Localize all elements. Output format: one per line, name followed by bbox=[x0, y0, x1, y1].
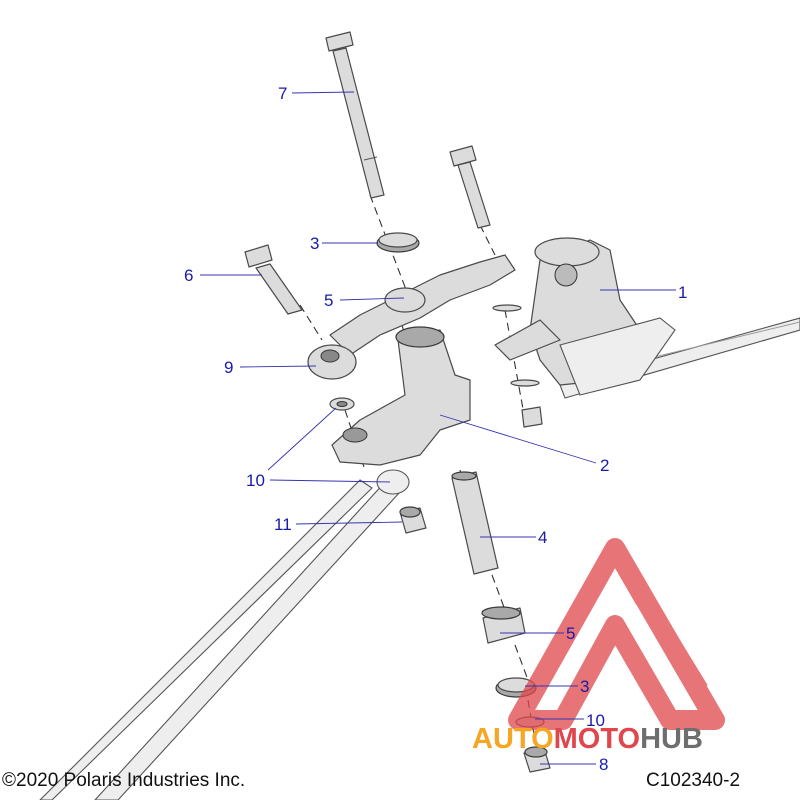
pitman-arm bbox=[331, 326, 471, 466]
callout-3-top: 3 bbox=[310, 234, 319, 253]
wm-part3: HUB bbox=[640, 723, 703, 755]
long-bolt bbox=[325, 31, 385, 199]
callout-1: 1 bbox=[678, 283, 687, 302]
nut-small bbox=[521, 406, 543, 428]
callout-4: 4 bbox=[538, 528, 547, 547]
leader-10b bbox=[269, 479, 391, 483]
callout-9: 9 bbox=[224, 358, 233, 377]
washer-2 bbox=[510, 379, 540, 387]
callout-10: 10 bbox=[246, 471, 265, 490]
bolt-left bbox=[244, 244, 303, 315]
leader-2 bbox=[439, 414, 597, 464]
axis-line-5 bbox=[514, 644, 529, 681]
drag-link bbox=[329, 254, 516, 356]
washer-left-hole bbox=[336, 401, 348, 407]
callout-5-bottom: 5 bbox=[566, 624, 575, 643]
axis-line-10 bbox=[504, 309, 526, 421]
rod-end bbox=[307, 344, 357, 380]
callout-8: 8 bbox=[599, 755, 608, 774]
lock-nut bbox=[523, 746, 551, 773]
watermark-logo bbox=[508, 538, 725, 730]
callout-11: 11 bbox=[274, 515, 292, 534]
callout-5-top: 5 bbox=[324, 291, 333, 310]
callout-3-bottom: 3 bbox=[580, 677, 589, 696]
washer-1 bbox=[492, 304, 522, 312]
leader-9 bbox=[239, 365, 317, 368]
steering-housing bbox=[494, 237, 676, 396]
axis-line-4 bbox=[491, 574, 506, 611]
leader-10a bbox=[267, 407, 337, 471]
leader-7 bbox=[291, 91, 355, 94]
nut-left bbox=[399, 506, 427, 534]
wm-part2: MOTO bbox=[554, 723, 640, 755]
watermark-text: AUTOMOTOHUB bbox=[472, 723, 703, 755]
spacer-tube bbox=[451, 471, 499, 575]
callout-7: 7 bbox=[278, 84, 287, 103]
leader-11 bbox=[295, 521, 403, 525]
footer-drawing-id: C102340-2 bbox=[646, 770, 740, 791]
tie-rod-left bbox=[39, 469, 410, 800]
short-bolt-top bbox=[449, 145, 491, 229]
callout-10-lower: 10 bbox=[586, 711, 605, 730]
leader-5-top bbox=[339, 297, 405, 301]
axis-line-7 bbox=[299, 304, 323, 341]
footer-copyright: ©2020 Polaris Industries Inc. bbox=[2, 770, 245, 791]
callout-2: 2 bbox=[600, 456, 609, 475]
axis-line-9 bbox=[479, 224, 496, 256]
callout-leaders bbox=[200, 91, 676, 765]
callout-6: 6 bbox=[184, 266, 193, 285]
bushing-lower bbox=[481, 606, 526, 644]
wm-part1: AUTO bbox=[472, 723, 554, 755]
grommet-top bbox=[376, 232, 420, 253]
